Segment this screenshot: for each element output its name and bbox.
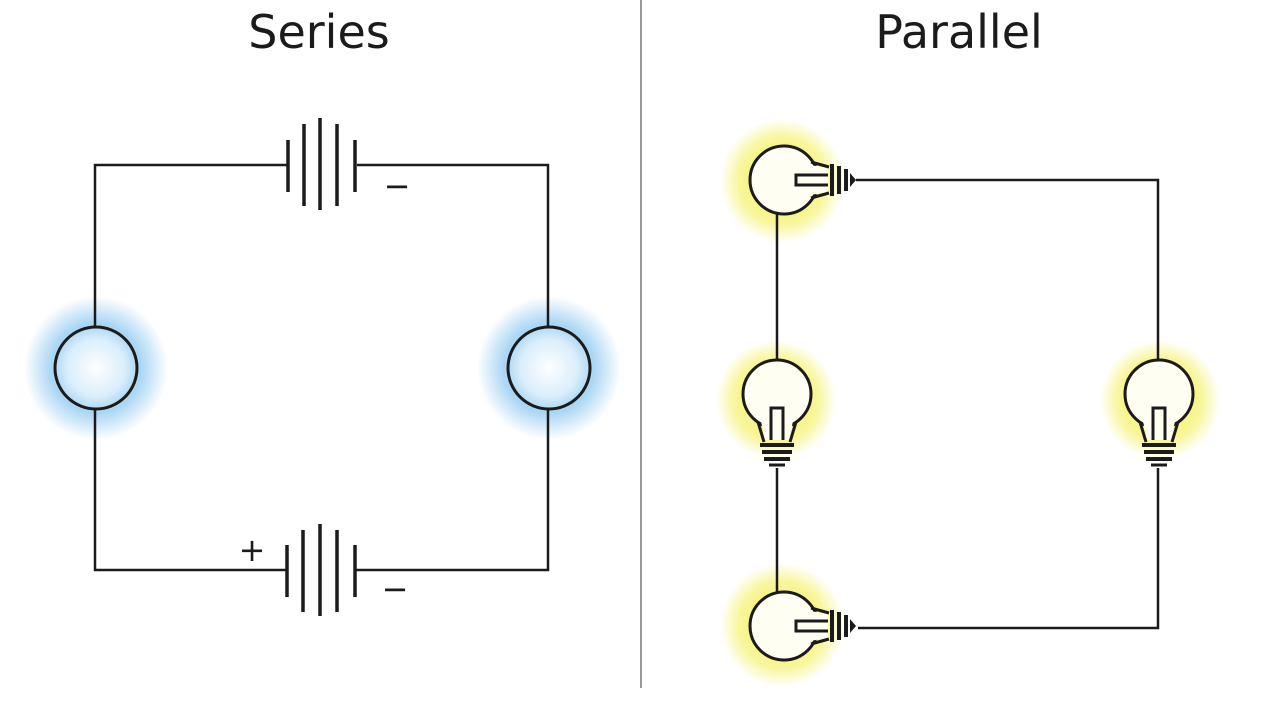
series-title: Series (248, 5, 390, 59)
top-battery-negative-sign: − (384, 167, 411, 205)
bottom-battery (285, 524, 357, 616)
parallel-title: Parallel (875, 5, 1043, 59)
parallel-wires (775, 178, 1160, 630)
series-circuit: − + − (24, 118, 621, 616)
bottom-battery-negative-sign: − (382, 570, 409, 608)
left-lamp-glow (24, 296, 168, 440)
series-wires (93, 163, 550, 572)
right-lamp (506, 325, 592, 411)
top-battery (286, 118, 357, 210)
bottom-battery-positive-sign: + (239, 531, 266, 569)
top-bulb (748, 144, 856, 216)
parallel-circuit (716, 119, 1220, 687)
left-lamp (53, 325, 139, 411)
right-lamp-glow (477, 296, 621, 440)
bottom-bulb (748, 590, 856, 662)
